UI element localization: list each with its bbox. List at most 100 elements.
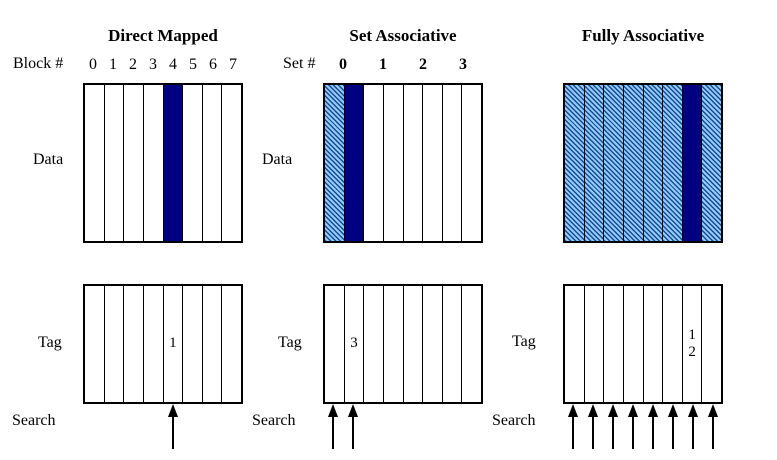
tag-cell	[663, 286, 683, 402]
arrow-head	[328, 404, 338, 417]
arrow-head	[648, 404, 658, 417]
search-arrow-icon	[567, 404, 579, 449]
tag-cell	[462, 286, 481, 402]
data-cell	[183, 85, 203, 241]
tag-cell	[364, 286, 384, 402]
data-cell-hatch	[604, 85, 624, 241]
search-arrow-icon	[687, 404, 699, 449]
block-index-label: Block #	[13, 55, 64, 72]
data-cell-hatch	[702, 85, 721, 241]
data-cell-navy	[682, 85, 703, 241]
index-number: 3	[149, 56, 157, 73]
arrow-head	[568, 404, 578, 417]
tag-cell	[565, 286, 585, 402]
data-cell-hatch	[623, 85, 644, 241]
tag-array: 1	[83, 284, 243, 404]
tag-cell: 3	[345, 286, 365, 402]
search-arrow-icon	[587, 404, 599, 449]
search-arrows	[323, 404, 483, 454]
tag-cell	[222, 286, 241, 402]
search-arrow-icon	[327, 404, 339, 449]
arrow-head	[588, 404, 598, 417]
data-cell-hatch	[565, 85, 585, 241]
arrow-stem	[171, 417, 175, 449]
search-label: Search	[492, 412, 536, 429]
data-label: Data	[33, 151, 64, 168]
data-label: Data	[262, 151, 293, 168]
search-arrow-icon	[647, 404, 659, 449]
data-cell-navy	[163, 85, 184, 241]
arrow-stem	[611, 417, 615, 449]
arrow-head	[688, 404, 698, 417]
data-cell	[144, 85, 164, 241]
arrow-stem	[591, 417, 595, 449]
arrow-head	[668, 404, 678, 417]
data-cell	[222, 85, 241, 241]
tag-cell	[325, 286, 345, 402]
set-index-label: Set #	[283, 55, 316, 72]
data-cell	[85, 85, 105, 241]
panel-title: Set Associative	[349, 26, 457, 45]
tag-cell: 1	[164, 286, 184, 402]
data-array	[83, 83, 243, 243]
arrow-stem	[571, 417, 575, 449]
search-label: Search	[12, 412, 56, 429]
data-cell	[423, 85, 443, 241]
data-cell	[462, 85, 481, 241]
tag-label: Tag	[38, 334, 62, 351]
data-cell-navy	[344, 85, 365, 241]
data-cell	[364, 85, 384, 241]
index-number: 4	[169, 56, 177, 73]
arrow-stem	[691, 417, 695, 449]
arrow-stem	[331, 417, 335, 449]
tag-cell	[144, 286, 164, 402]
arrow-head	[168, 404, 178, 417]
arrow-stem	[651, 417, 655, 449]
tag-label: Tag	[278, 334, 302, 351]
index-number: 1	[109, 56, 117, 73]
search-arrow-icon	[707, 404, 719, 449]
search-arrows	[83, 404, 243, 454]
data-array	[323, 83, 483, 243]
panel-title: Direct Mapped	[108, 26, 218, 45]
data-cell	[443, 85, 463, 241]
tag-cell	[124, 286, 144, 402]
search-arrows	[563, 404, 723, 454]
arrow-stem	[351, 417, 355, 449]
tag-cell	[624, 286, 644, 402]
panel-title: Fully Associative	[581, 26, 705, 45]
tag-cell	[183, 286, 203, 402]
search-label: Search	[252, 412, 296, 429]
tag-cell	[85, 286, 105, 402]
tag-cell	[203, 286, 223, 402]
data-cell	[203, 85, 223, 241]
data-cell-hatch	[325, 85, 345, 241]
index-number: 3	[459, 56, 467, 73]
index-number: 0	[339, 56, 347, 73]
tag-cell	[702, 286, 721, 402]
data-cell-hatch	[663, 85, 683, 241]
arrow-head	[608, 404, 618, 417]
index-number: 2	[419, 56, 427, 73]
arrow-stem	[711, 417, 715, 449]
tag-cell	[423, 286, 443, 402]
tag-cell	[585, 286, 605, 402]
arrow-head	[348, 404, 358, 417]
search-arrow-icon	[167, 404, 179, 449]
search-arrow-icon	[667, 404, 679, 449]
search-arrow-icon	[627, 404, 639, 449]
arrow-head	[708, 404, 718, 417]
search-arrow-icon	[347, 404, 359, 449]
index-number: 7	[229, 56, 237, 73]
data-cell-hatch	[584, 85, 605, 241]
tag-cell	[384, 286, 404, 402]
index-number: 5	[189, 56, 197, 73]
index-number: 0	[89, 56, 97, 73]
tag-cell	[443, 286, 463, 402]
arrow-stem	[631, 417, 635, 449]
data-cell	[105, 85, 125, 241]
